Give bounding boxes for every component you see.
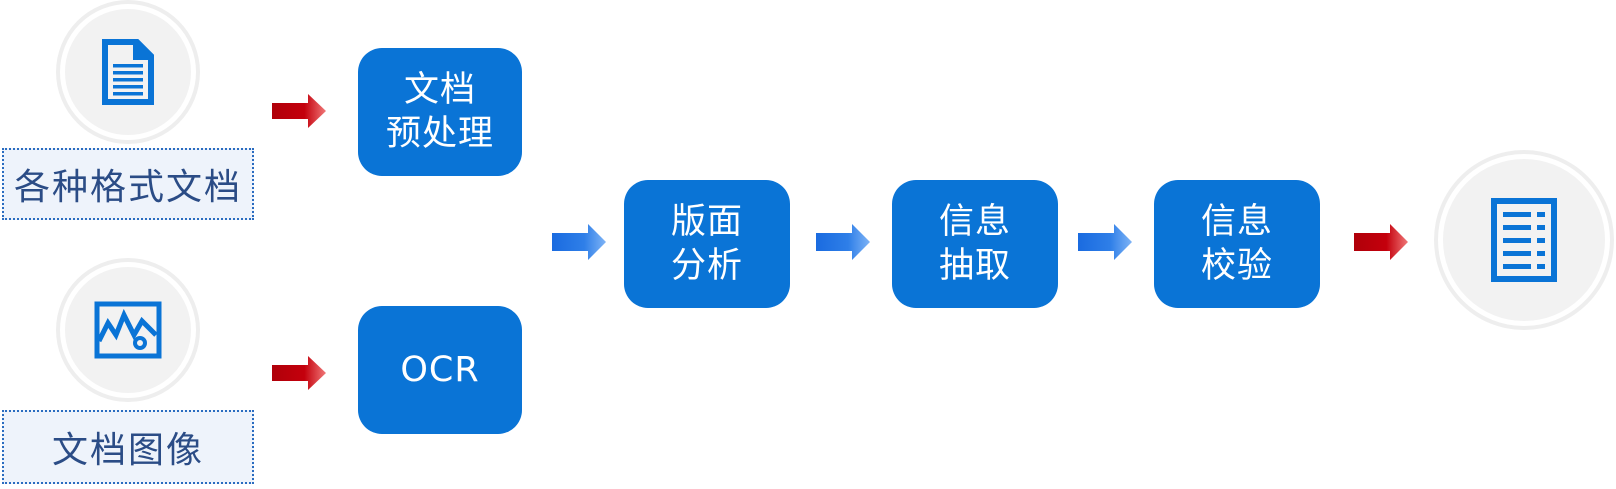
input-doc-label: 各种格式文档 [2, 148, 254, 220]
step-preprocess-line2: 预处理 [385, 114, 494, 154]
image-icon-circle [60, 262, 196, 398]
arrow-image-to-ocr [272, 356, 326, 390]
step-verify-line2: 校验 [1200, 246, 1273, 286]
arrow-to-output [1354, 224, 1408, 260]
step-layout-line2: 分析 [670, 246, 743, 286]
input-image-label: 文档图像 [2, 410, 254, 484]
document-icon [102, 39, 154, 105]
step-ocr-line1: OCR [400, 350, 480, 390]
arrow-doc-to-preprocess [272, 94, 326, 128]
document-icon-circle [60, 4, 196, 140]
step-verify-line1: 信息 [1200, 202, 1273, 242]
step-extract-line2: 抽取 [938, 246, 1011, 286]
image-icon [94, 301, 162, 359]
input-image-label-text: 文档图像 [51, 430, 204, 471]
step-layout-analysis: 版面 分析 [624, 180, 790, 308]
step-preprocess-line1: 文档 [403, 70, 476, 110]
arrow-to-layout [552, 224, 606, 260]
step-info-verify: 信息 校验 [1154, 180, 1320, 308]
step-info-extract: 信息 抽取 [892, 180, 1058, 308]
step-layout-line1: 版面 [670, 202, 743, 242]
list-document-icon [1491, 198, 1557, 282]
arrow-to-extract [816, 224, 870, 260]
output-icon-circle [1438, 154, 1610, 326]
step-ocr: OCR [358, 306, 522, 434]
step-preprocess: 文档 预处理 [358, 48, 522, 176]
step-extract-line1: 信息 [938, 202, 1011, 242]
arrow-to-verify [1078, 224, 1132, 260]
input-doc-label-text: 各种格式文档 [13, 167, 242, 208]
